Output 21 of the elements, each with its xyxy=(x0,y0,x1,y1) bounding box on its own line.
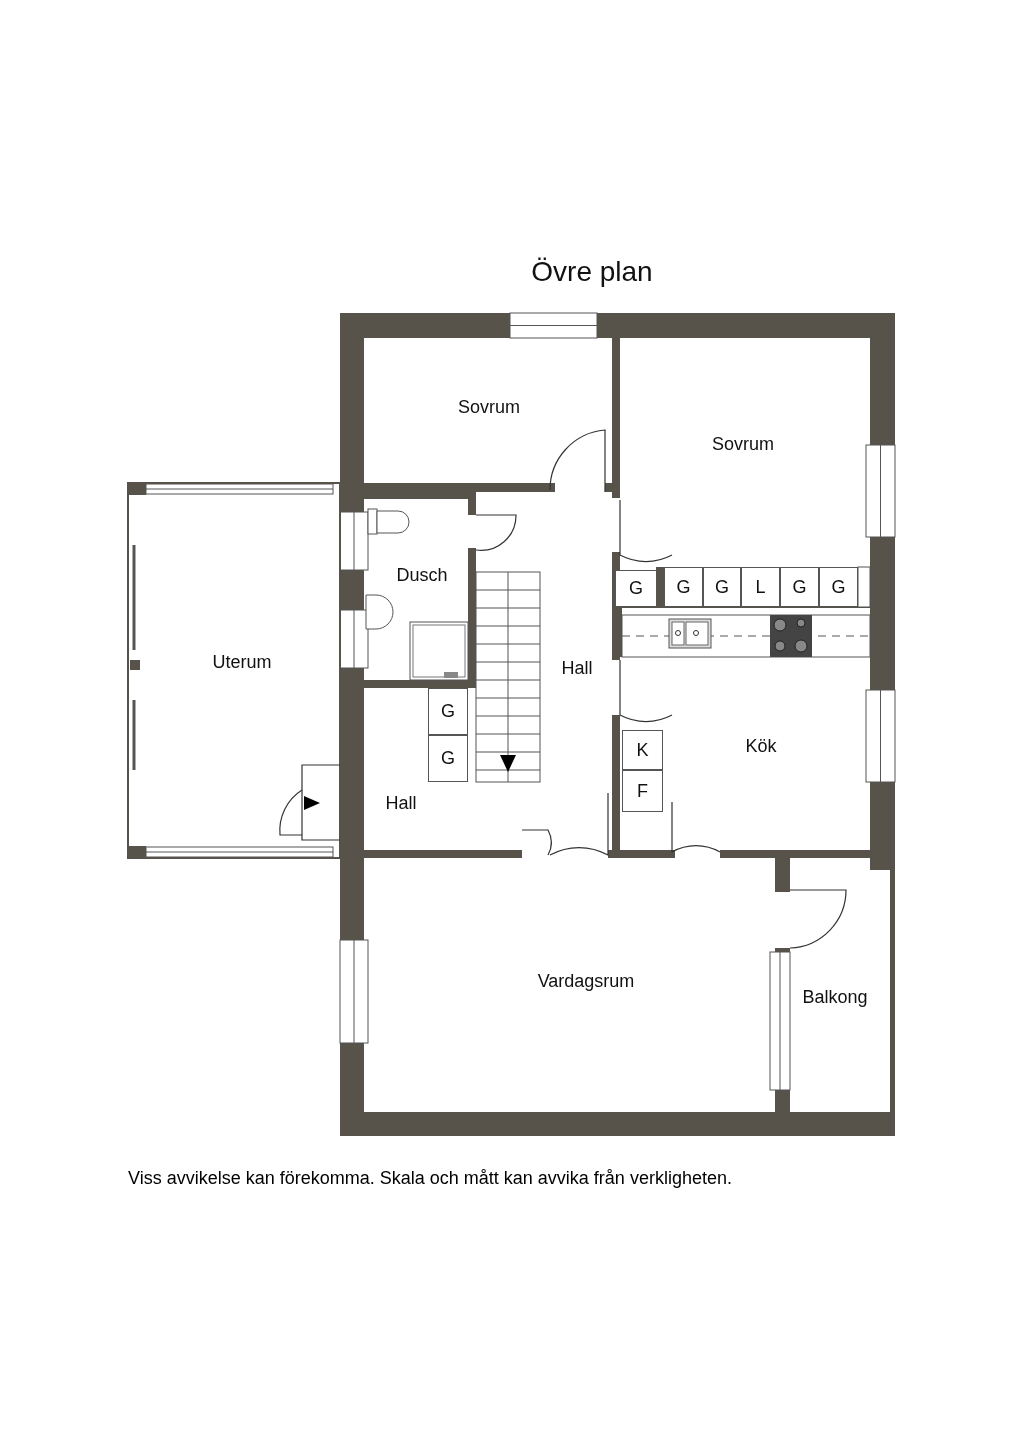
cabinet: K xyxy=(622,730,663,770)
cabinet: G xyxy=(664,567,703,607)
cabinet: G xyxy=(428,735,468,782)
cabinet: F xyxy=(622,770,663,812)
cabinet: G xyxy=(703,567,741,607)
cabinet: L xyxy=(741,567,780,607)
cabinet: G xyxy=(615,570,657,607)
room-label: Dusch xyxy=(396,564,448,586)
room-label: Balkong xyxy=(802,986,868,1008)
cabinet: G xyxy=(819,567,858,607)
cabinet: G xyxy=(428,688,468,735)
room-label: Sovrum xyxy=(712,433,774,455)
cabinet: G xyxy=(780,567,819,607)
room-label: Sovrum xyxy=(458,396,520,418)
title: Övre plan xyxy=(531,256,653,288)
room-label: Hall xyxy=(561,657,593,679)
room-label: Hall xyxy=(385,792,417,814)
room-label: Kök xyxy=(745,735,777,757)
room-label: Vardagsrum xyxy=(537,970,635,992)
caption: Viss avvikelse kan förekomma. Skala och mått kan avvika från verkligheten. xyxy=(128,1168,732,1189)
room-label: Uterum xyxy=(212,651,272,673)
